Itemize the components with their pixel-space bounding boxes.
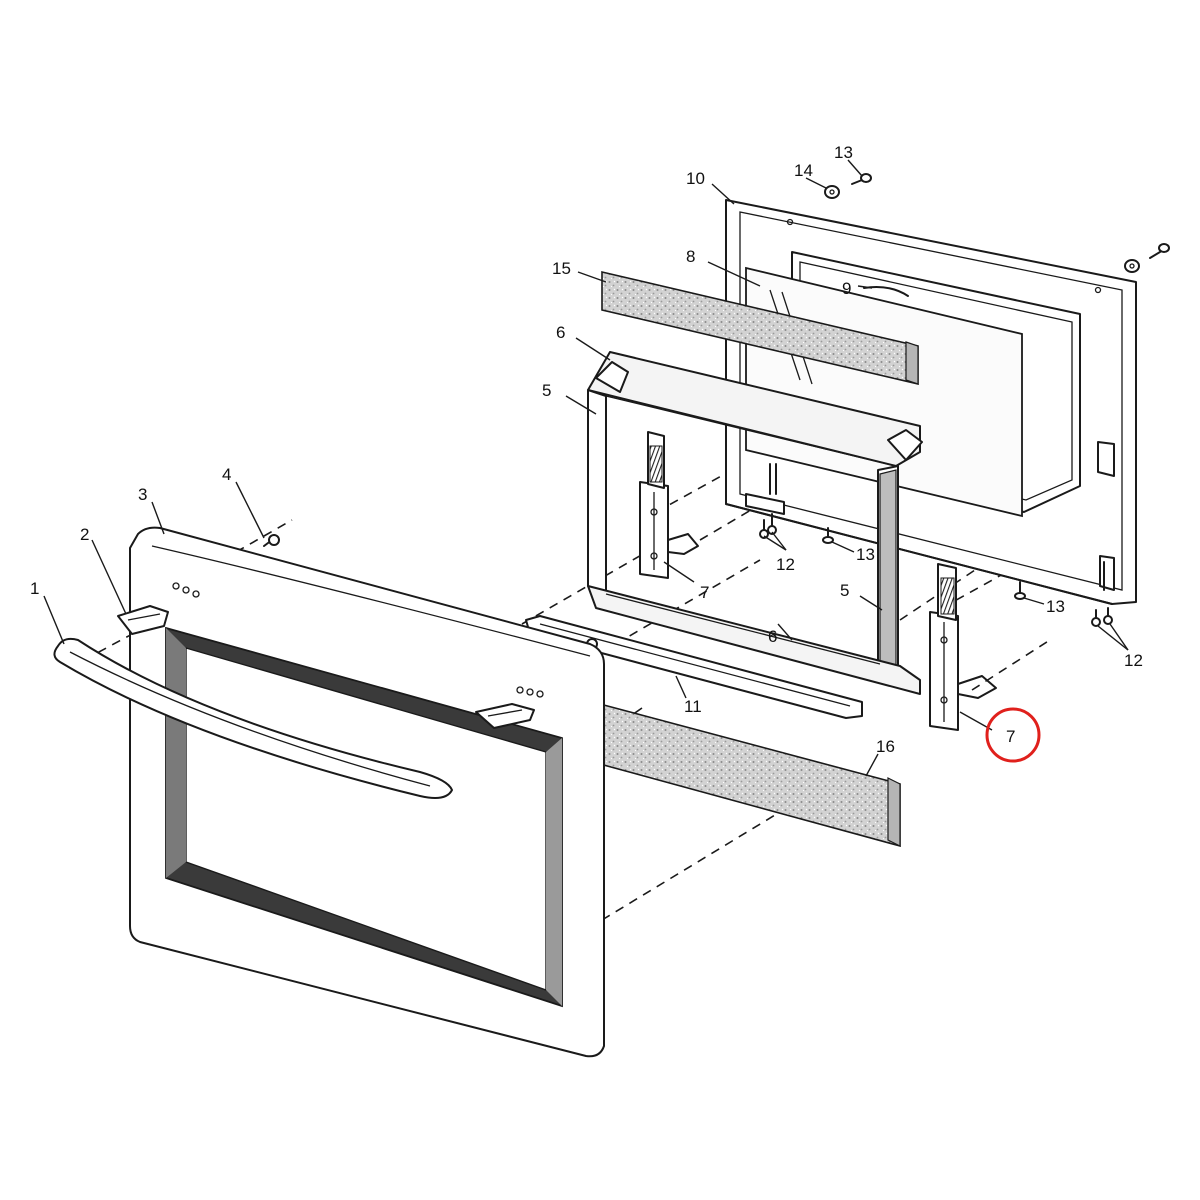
upper-insulation-part-15 [601, 270, 919, 386]
callout-5-top: 5 [542, 381, 551, 400]
screw-12-a [767, 513, 777, 535]
callout-6-top: 6 [556, 323, 565, 342]
screw-13-top [851, 173, 872, 185]
screws-and-washers [263, 173, 1170, 627]
washer-right [1124, 243, 1170, 273]
screw-4 [263, 534, 280, 547]
callout-12-middle: 12 [776, 555, 795, 574]
callout-4: 4 [222, 465, 231, 484]
highlight-circle [985, 707, 1041, 763]
callout-8: 8 [686, 247, 695, 266]
callout-15: 15 [552, 259, 571, 278]
callout-9: 9 [842, 279, 851, 298]
door-handle-part-1 [53, 637, 453, 799]
callout-3: 3 [138, 485, 147, 504]
callout-16: 16 [876, 737, 895, 756]
callout-13-top: 13 [834, 143, 853, 162]
washer-14-top [824, 185, 840, 199]
leader-lines [43, 159, 1129, 777]
callout-6-bottom: 6 [768, 627, 777, 646]
hinge-right-part-7 [929, 563, 997, 731]
callout-7-left: 7 [700, 583, 709, 602]
screw-13-b [1014, 581, 1026, 600]
callout-labels: 1 2 3 4 5 5 6 6 7 7 8 9 10 11 12 12 13 1… [30, 143, 1143, 756]
callout-5-right: 5 [840, 581, 849, 600]
callout-13-right: 13 [1046, 597, 1065, 616]
callout-12-right: 12 [1124, 651, 1143, 670]
callout-11: 11 [684, 697, 702, 716]
screw-12-b [759, 519, 769, 539]
callout-10: 10 [686, 169, 705, 188]
callout-2: 2 [80, 525, 89, 544]
hinge-left-part-7 [639, 431, 699, 579]
handle-mount-part-2 [117, 605, 535, 729]
lower-insulation-part-16 [599, 702, 901, 848]
callout-13-middle: 13 [856, 545, 875, 564]
callout-14: 14 [794, 161, 813, 180]
callout-1: 1 [30, 579, 39, 598]
screw-12-c [1091, 607, 1113, 627]
callout-7-highlighted: 7 [1006, 727, 1015, 746]
outer-door-part-3 [129, 526, 605, 1058]
door-frame-parts-5-6 [587, 351, 923, 695]
screw-13-a [822, 527, 834, 544]
